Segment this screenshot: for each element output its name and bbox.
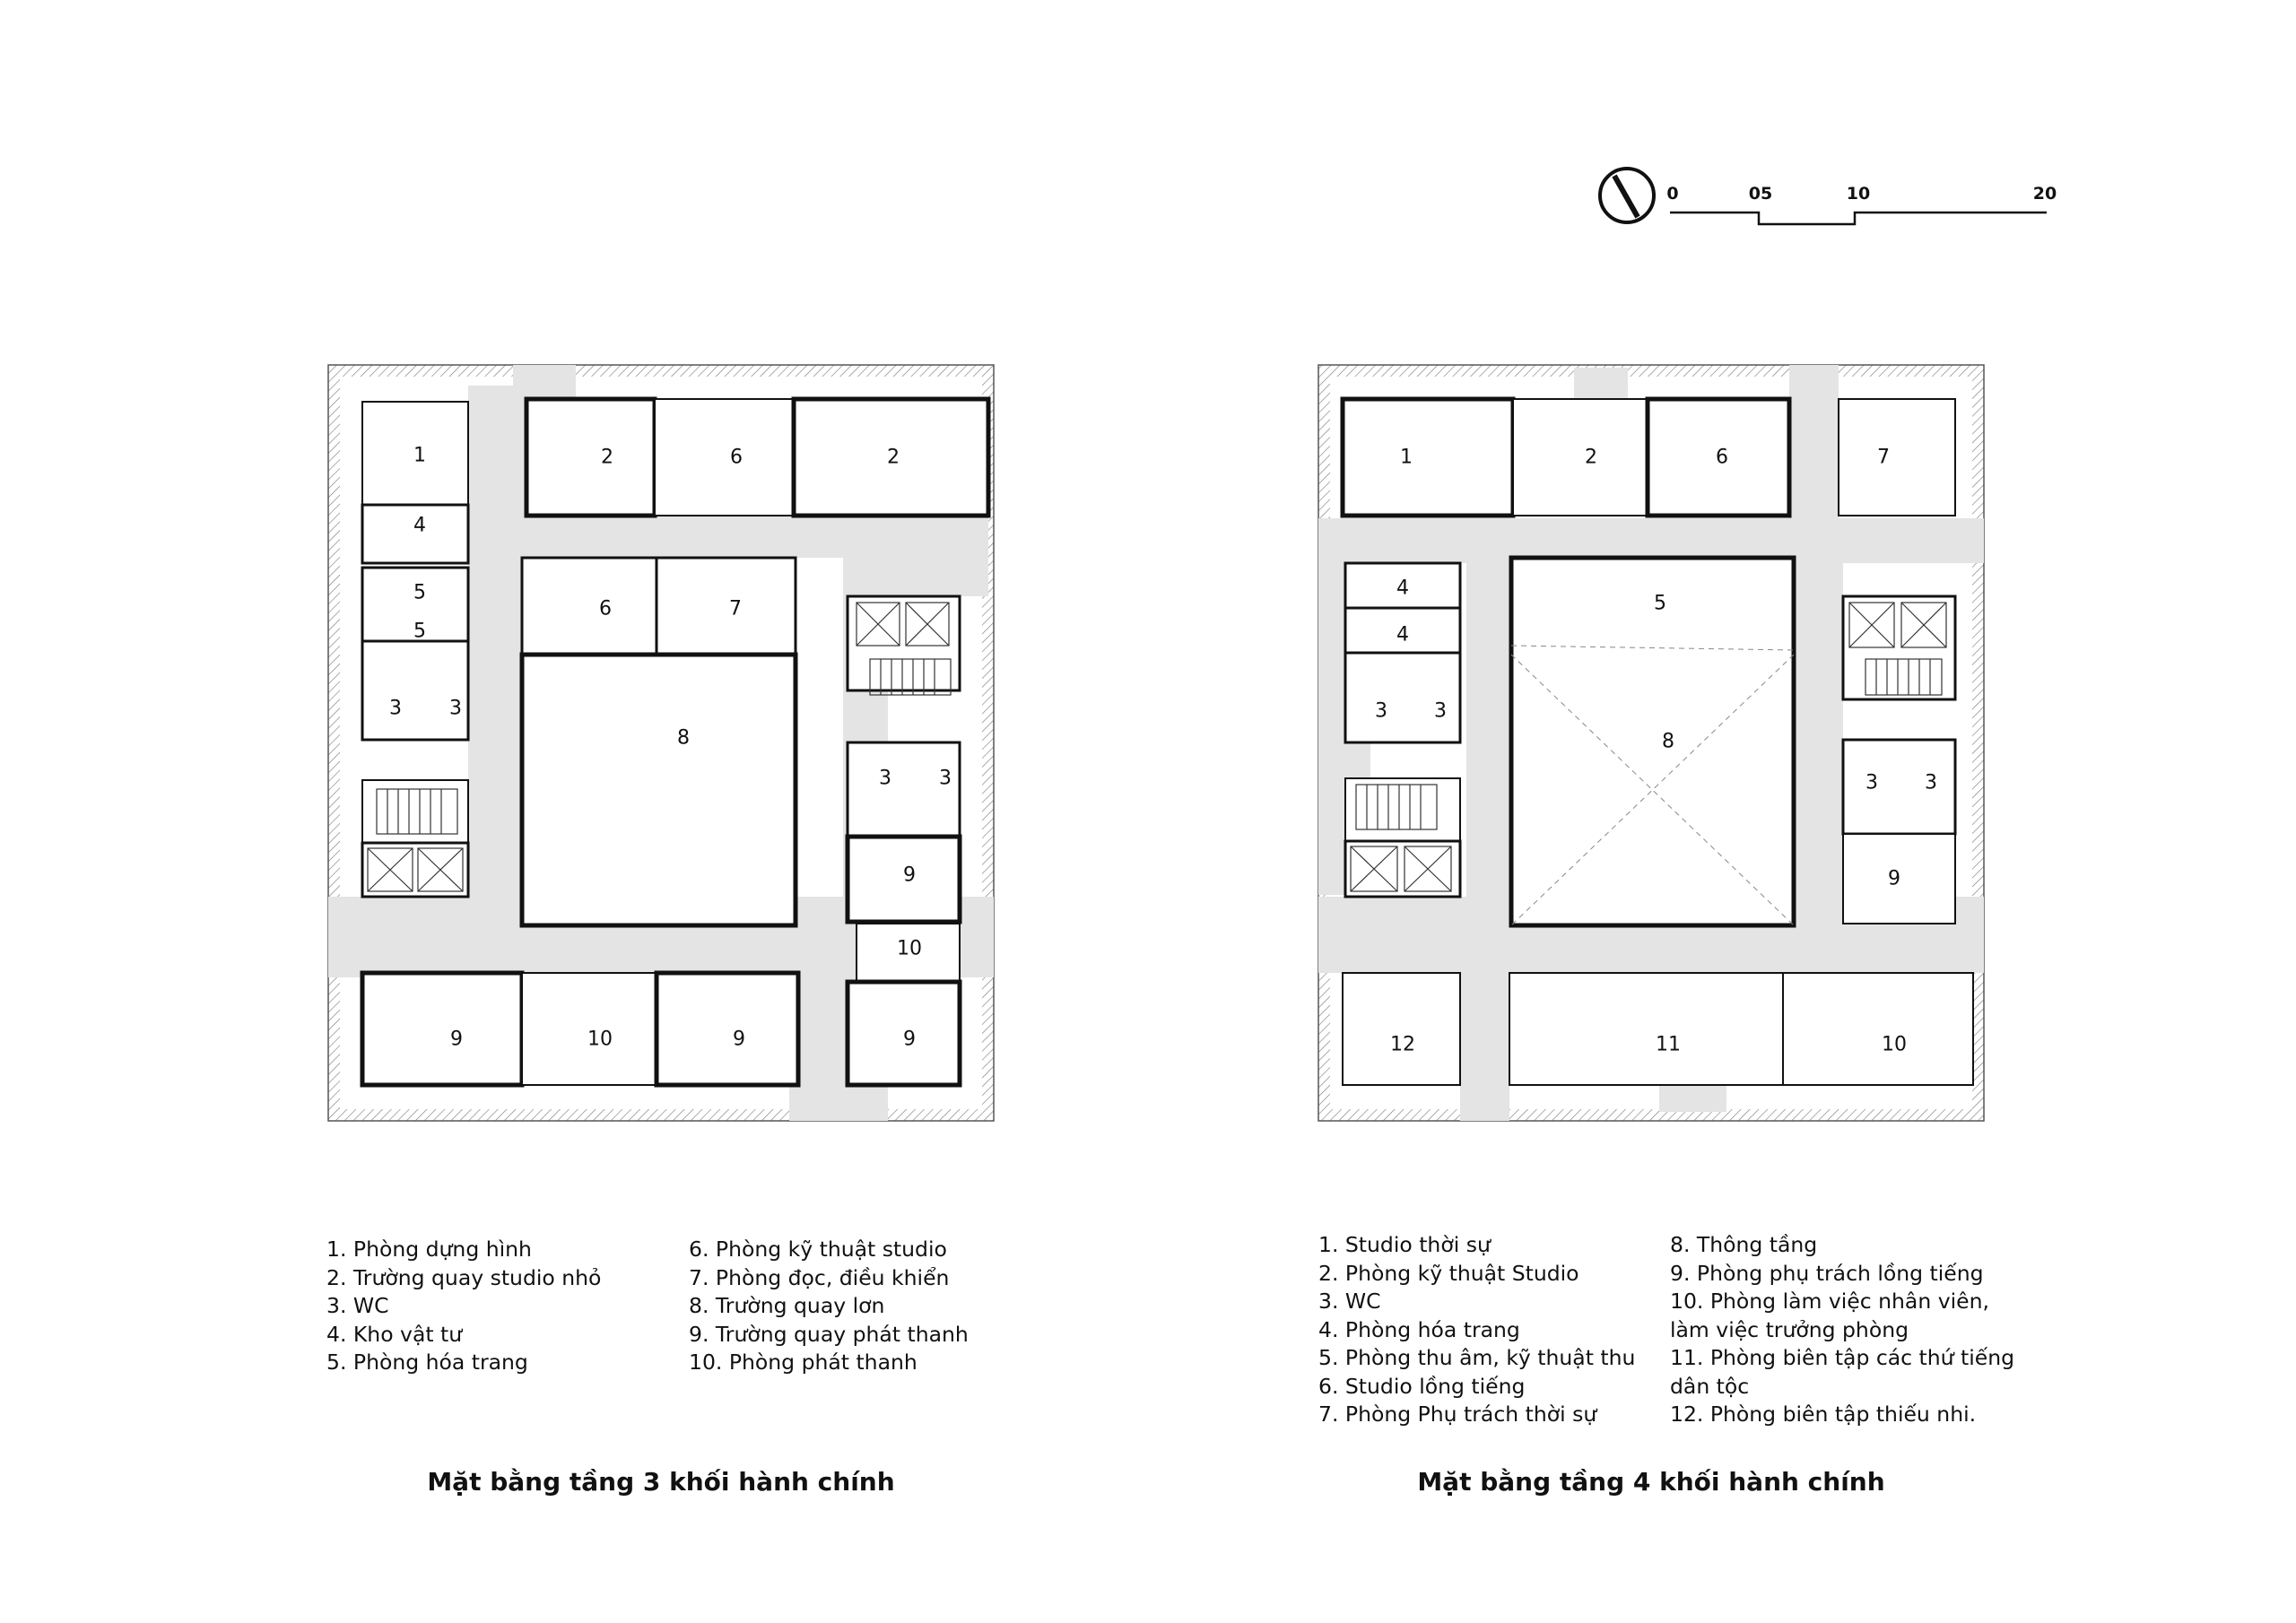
legend-item: dân tộc bbox=[1670, 1373, 1750, 1399]
room-label: 4 bbox=[1396, 577, 1409, 600]
scale-tick-label: 10 bbox=[1847, 184, 1870, 204]
room-label: 2 bbox=[1585, 447, 1597, 469]
room-label: 8 bbox=[677, 727, 690, 750]
room-label: 10 bbox=[897, 938, 922, 960]
room-label: 5 bbox=[1654, 593, 1666, 615]
legend-item: 10. Phòng phát thanh bbox=[689, 1350, 918, 1375]
room-label: 9 bbox=[450, 1028, 463, 1051]
scale-bar: 0 05 10 20 bbox=[1666, 184, 2057, 226]
floor-plan-level-4: 1 2 6 7 5 4 4 3 3 8 3 3 9 12 11 10 bbox=[1318, 364, 1985, 1122]
legend-item: 7. Phòng đọc, điều khiển bbox=[689, 1264, 950, 1290]
plan3-title: Mặt bằng tầng 3 khối hành chính bbox=[427, 1467, 895, 1497]
plan4-title: Mặt bằng tầng 4 khối hành chính bbox=[1417, 1467, 1885, 1497]
legend-plan3-right: 6. Phòng kỹ thuật studio 7. Phòng đọc, đ… bbox=[689, 1236, 969, 1377]
room-label: 4 bbox=[413, 515, 426, 537]
legend-item: 2. Trường quay studio nhỏ bbox=[326, 1264, 602, 1290]
room-label: 12 bbox=[1390, 1034, 1415, 1056]
room-label: 8 bbox=[1662, 731, 1674, 753]
room-label: 9 bbox=[903, 1028, 916, 1051]
legend-item: 3. WC bbox=[326, 1293, 389, 1318]
room-label: 1 bbox=[1400, 447, 1413, 469]
room-label: 3 bbox=[1925, 772, 1937, 794]
room-label: 11 bbox=[1656, 1034, 1681, 1056]
legend-item: 5. Phòng thu âm, kỹ thuật thu bbox=[1318, 1345, 1636, 1370]
room-label: 6 bbox=[730, 447, 743, 469]
legend-item: 6. Studio lồng tiếng bbox=[1318, 1373, 1526, 1399]
legend-item: 3. WC bbox=[1318, 1289, 1381, 1314]
room-label: 5 bbox=[413, 621, 426, 643]
legend-plan4-left: 1. Studio thời sự 2. Phòng kỹ thuật Stud… bbox=[1318, 1231, 1635, 1429]
room-label: 3 bbox=[1375, 700, 1387, 723]
legend-item: 9. Trường quay phát thanh bbox=[689, 1321, 969, 1347]
room-label: 10 bbox=[1882, 1034, 1907, 1056]
legend-item: 10. Phòng làm việc nhân viên, bbox=[1670, 1289, 1989, 1314]
legend-plan4-right: 8. Thông tầng 9. Phòng phụ trách lồng ti… bbox=[1670, 1231, 2014, 1429]
room-label: 6 bbox=[599, 598, 612, 621]
legend-item: 4. Kho vật tư bbox=[326, 1321, 463, 1347]
scale-tick-label: 0 bbox=[1666, 184, 1678, 204]
legend-item: 2. Phòng kỹ thuật Studio bbox=[1318, 1260, 1579, 1286]
legend-item: 1. Phòng dựng hình bbox=[326, 1237, 532, 1262]
legend-item: 1. Studio thời sự bbox=[1318, 1232, 1491, 1257]
room-label: 3 bbox=[449, 698, 462, 720]
scale-tick-label: 20 bbox=[2033, 184, 2057, 204]
room-label: 9 bbox=[1888, 868, 1900, 890]
room-label: 9 bbox=[903, 864, 916, 887]
room-label: 2 bbox=[887, 447, 900, 469]
legend-item: 4. Phòng hóa trang bbox=[1318, 1316, 1520, 1342]
room-label: 5 bbox=[413, 582, 426, 604]
floor-plan-level-3: 1 2 6 2 4 5 5 6 7 3 3 8 3 3 9 10 9 10 9 … bbox=[327, 364, 995, 1122]
legend-item: 12. Phòng biên tập thiếu nhi. bbox=[1670, 1402, 1977, 1427]
room-label: 3 bbox=[1434, 700, 1447, 723]
scale-tick-label: 05 bbox=[1749, 184, 1772, 204]
legend-item: 8. Trường quay lơn bbox=[689, 1293, 885, 1318]
legend-item: 6. Phòng kỹ thuật studio bbox=[689, 1237, 947, 1262]
room-label: 7 bbox=[1877, 447, 1890, 469]
legend-item: 8. Thông tầng bbox=[1670, 1232, 1818, 1257]
legend-item: 9. Phòng phụ trách lồng tiếng bbox=[1670, 1260, 1984, 1286]
legend-plan3-left: 1. Phòng dựng hình 2. Trường quay studio… bbox=[326, 1236, 601, 1377]
room-label: 6 bbox=[1716, 447, 1728, 469]
room-label: 10 bbox=[587, 1028, 613, 1051]
legend-item: làm việc trưởng phòng bbox=[1670, 1316, 1909, 1342]
room-label: 3 bbox=[939, 768, 952, 790]
north-arrow-icon bbox=[1598, 167, 1656, 224]
room-label: 4 bbox=[1396, 624, 1409, 647]
room-label: 3 bbox=[1866, 772, 1878, 794]
room-label: 9 bbox=[733, 1028, 745, 1051]
legend-item: 11. Phòng biên tập các thứ tiếng bbox=[1670, 1345, 2015, 1370]
room-label: 1 bbox=[413, 445, 426, 467]
legend-item: 5. Phòng hóa trang bbox=[326, 1350, 528, 1375]
legend-item: 7. Phòng Phụ trách thời sự bbox=[1318, 1402, 1597, 1427]
room-label: 3 bbox=[879, 768, 891, 790]
room-label: 7 bbox=[729, 598, 742, 621]
room-label: 2 bbox=[601, 447, 613, 469]
room-label: 3 bbox=[389, 698, 402, 720]
